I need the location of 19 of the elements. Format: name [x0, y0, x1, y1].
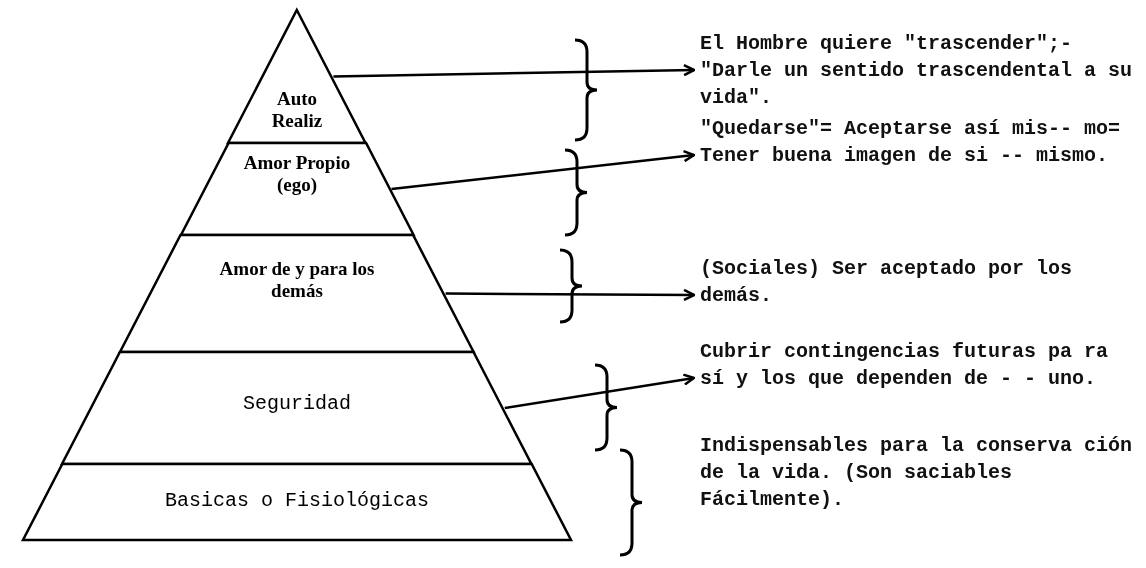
arrow — [333, 63, 696, 78]
description-text: El Hombre quiere "trascender";- "Darle un sentido trascendental a su vida". — [700, 30, 1140, 111]
description-text: Indispensables para la conserva ción de la vida. (Son saciables Fácilmente). — [700, 433, 1134, 513]
arrow — [504, 373, 696, 410]
arrow — [391, 149, 696, 191]
pyramid-level — [62, 352, 532, 464]
level-label: Amor Propio (ego) — [242, 152, 352, 196]
level-label: Amor de y para los demás — [218, 258, 376, 302]
description-text: Cubrir contingencias futuras pa ra sí y los que dependen de - - uno. — [700, 338, 1140, 392]
pyramid-level — [228, 10, 366, 143]
description-text: (Sociales) Ser aceptado por los demás. — [700, 255, 1140, 309]
pyramid-level — [23, 464, 571, 540]
pyramid-level — [180, 143, 414, 235]
level-label: Seguridad — [241, 393, 352, 415]
arrow — [445, 288, 696, 302]
description-text: "Quedarse"= Aceptarse así mis-- mo= Tener buena imagen de si -- mismo. — [700, 115, 1140, 169]
level-label: Basicas o Fisiológicas — [163, 490, 430, 512]
pyramid-level — [120, 235, 474, 352]
level-label: Auto Realiz — [270, 88, 324, 132]
